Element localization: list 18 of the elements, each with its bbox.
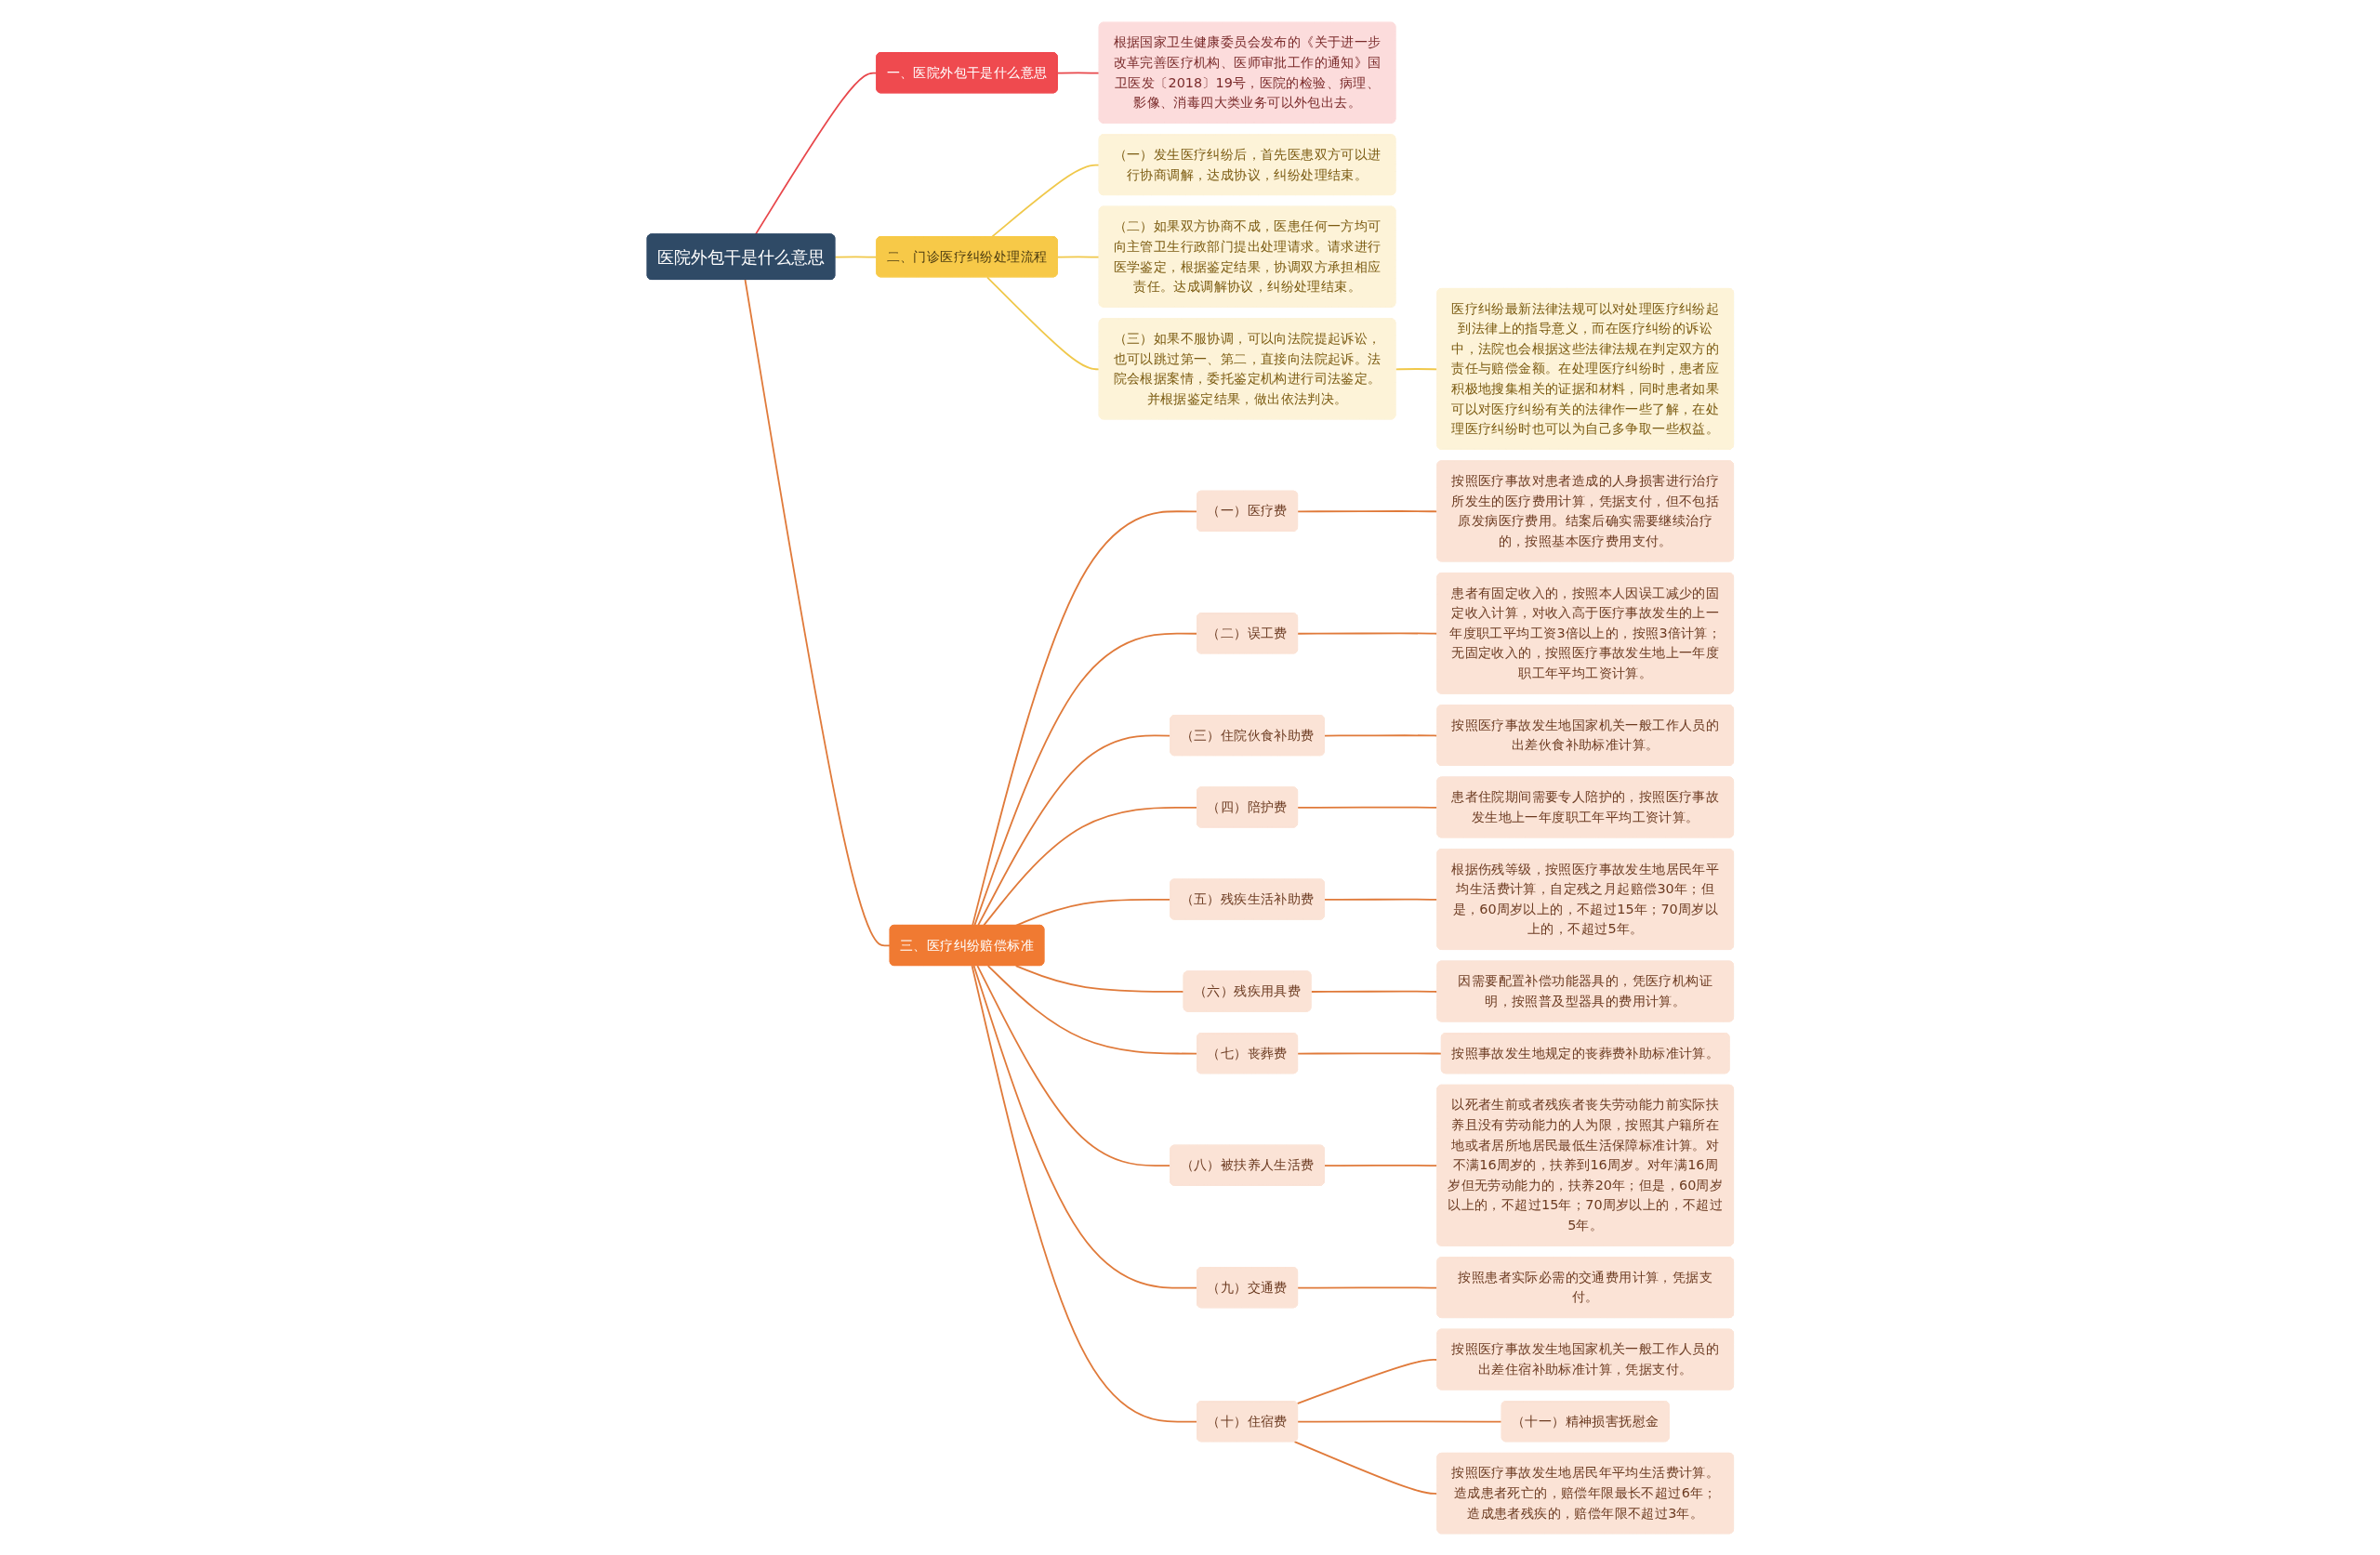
connector (976, 964, 1171, 1166)
connector (1323, 1164, 1438, 1166)
connector (1395, 367, 1438, 370)
connector (1296, 1285, 1438, 1288)
connector (754, 72, 878, 235)
connector (1323, 898, 1438, 901)
connector (1323, 733, 1438, 736)
connector (1296, 1358, 1438, 1404)
connector (1296, 1051, 1443, 1054)
connector (986, 964, 1198, 1054)
connector (1296, 806, 1438, 809)
connector (1293, 1440, 1438, 1495)
connector (1296, 509, 1438, 512)
connector (1310, 990, 1438, 993)
connector (972, 964, 1198, 1288)
connector (971, 964, 1198, 1423)
connector (1296, 632, 1438, 635)
connector (834, 256, 878, 258)
